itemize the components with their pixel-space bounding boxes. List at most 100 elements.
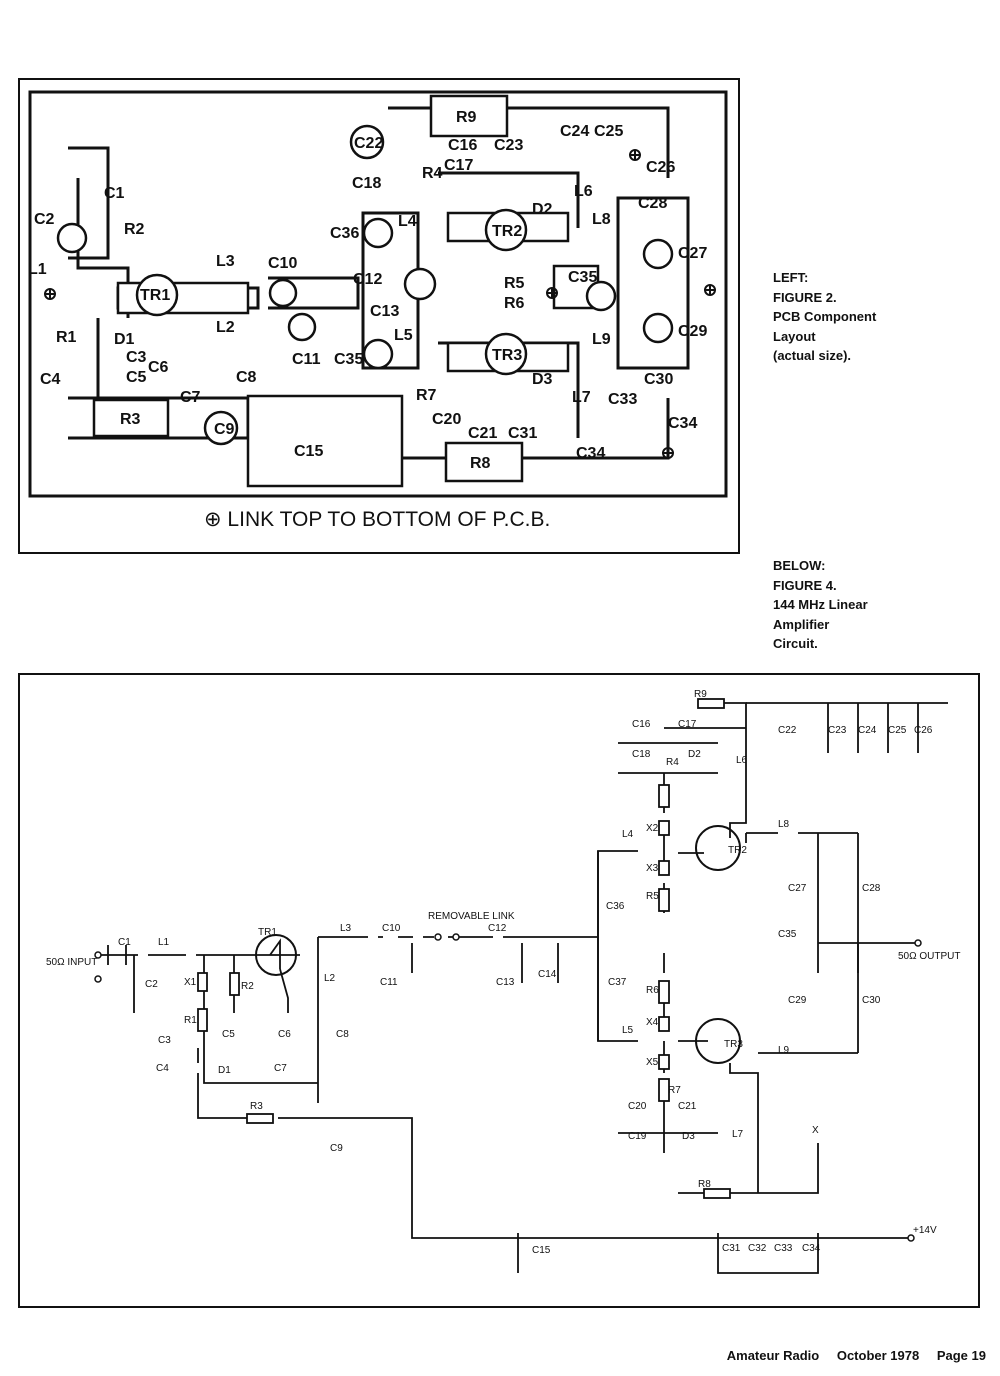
svg-text:C13: C13 <box>370 303 399 320</box>
svg-text:R3: R3 <box>120 411 141 428</box>
svg-text:L6: L6 <box>574 183 593 200</box>
svg-text:C22: C22 <box>354 135 383 152</box>
svg-text:C18: C18 <box>352 175 381 192</box>
svg-text:R2: R2 <box>124 221 145 238</box>
svg-text:C16: C16 <box>448 137 477 154</box>
svg-text:+14V: +14V <box>913 1225 937 1236</box>
svg-text:C29: C29 <box>678 323 707 340</box>
svg-text:C27: C27 <box>788 883 807 894</box>
svg-text:C22: C22 <box>778 725 797 736</box>
svg-text:C20: C20 <box>432 411 461 428</box>
svg-text:C15: C15 <box>532 1245 551 1256</box>
svg-text:R1: R1 <box>56 329 77 346</box>
svg-text:R5: R5 <box>504 275 525 292</box>
svg-text:R3: R3 <box>250 1101 263 1112</box>
svg-text:L7: L7 <box>732 1129 744 1140</box>
figure2-caption: LEFT: FIGURE 2. PCB Component Layout (ac… <box>773 270 877 363</box>
svg-text:C27: C27 <box>678 245 707 262</box>
svg-text:X: X <box>812 1125 819 1136</box>
svg-text:D3: D3 <box>682 1131 695 1142</box>
svg-text:X3: X3 <box>646 863 659 874</box>
svg-text:X2: X2 <box>646 823 659 834</box>
svg-text:50Ω INPUT: 50Ω INPUT <box>46 957 97 968</box>
svg-text:C25: C25 <box>594 123 623 140</box>
svg-text:C11: C11 <box>292 351 321 368</box>
svg-text:C34: C34 <box>802 1243 821 1254</box>
svg-text:D2: D2 <box>688 749 701 760</box>
svg-text:L4: L4 <box>398 213 417 230</box>
svg-text:C18: C18 <box>632 749 651 760</box>
svg-text:C3: C3 <box>158 1035 171 1046</box>
svg-text:REMOVABLE LINK: REMOVABLE LINK <box>428 911 515 922</box>
svg-text:D2: D2 <box>532 201 553 218</box>
svg-text:C31: C31 <box>508 425 537 442</box>
svg-text:R4: R4 <box>422 165 443 182</box>
svg-text:C33: C33 <box>774 1243 793 1254</box>
svg-text:C12: C12 <box>488 923 507 934</box>
svg-text:R9: R9 <box>456 109 477 126</box>
svg-text:C23: C23 <box>494 137 523 154</box>
svg-text:R9: R9 <box>694 689 707 700</box>
svg-text:C6: C6 <box>148 359 169 376</box>
svg-text:C6: C6 <box>278 1029 291 1040</box>
svg-text:C1: C1 <box>118 937 131 948</box>
svg-text:L4: L4 <box>622 829 634 840</box>
svg-text:D3: D3 <box>532 371 553 388</box>
svg-text:R7: R7 <box>416 387 437 404</box>
svg-text:C7: C7 <box>274 1063 287 1074</box>
svg-text:L3: L3 <box>340 923 352 934</box>
svg-text:L1: L1 <box>28 261 47 278</box>
svg-text:C32: C32 <box>748 1243 767 1254</box>
svg-text:TR1: TR1 <box>258 927 277 938</box>
svg-text:R5: R5 <box>646 891 659 902</box>
pcb-legend: ⊕ LINK TOP TO BOTTOM OF P.C.B. <box>204 508 550 531</box>
svg-text:C14: C14 <box>538 969 557 980</box>
svg-text:C5: C5 <box>222 1029 235 1040</box>
svg-text:C24: C24 <box>560 123 589 140</box>
svg-text:L8: L8 <box>592 211 611 228</box>
svg-text:C17: C17 <box>444 157 473 174</box>
svg-text:C9: C9 <box>214 421 235 438</box>
svg-text:C24: C24 <box>858 725 877 736</box>
svg-text:C23: C23 <box>828 725 847 736</box>
svg-text:R7: R7 <box>668 1085 681 1096</box>
svg-text:C37: C37 <box>608 977 627 988</box>
svg-text:X1: X1 <box>184 977 197 988</box>
svg-text:C28: C28 <box>862 883 881 894</box>
svg-text:C33: C33 <box>608 391 637 408</box>
svg-text:C21: C21 <box>468 425 497 442</box>
svg-text:R4: R4 <box>666 757 679 768</box>
svg-text:C15: C15 <box>294 443 323 460</box>
svg-text:C2: C2 <box>34 211 55 228</box>
pcb-layout-figure: C1 C2 R2 L1 TR1 L3 C10 C12 C13 C11 C35 C… <box>18 78 740 554</box>
svg-text:C8: C8 <box>236 369 257 386</box>
svg-text:C13: C13 <box>496 977 515 988</box>
svg-text:C34: C34 <box>576 445 605 462</box>
svg-text:R2: R2 <box>241 981 254 992</box>
svg-text:X4: X4 <box>646 1017 659 1028</box>
svg-text:L3: L3 <box>216 253 235 270</box>
svg-text:L5: L5 <box>394 327 413 344</box>
pcb-label: C1 <box>104 185 125 202</box>
svg-text:L1: L1 <box>158 937 170 948</box>
svg-text:L5: L5 <box>622 1025 634 1036</box>
svg-text:C34: C34 <box>668 415 697 432</box>
svg-text:X5: X5 <box>646 1057 659 1068</box>
svg-text:C2: C2 <box>145 979 158 990</box>
svg-text:L7: L7 <box>572 389 591 406</box>
svg-text:C36: C36 <box>330 225 359 242</box>
svg-text:L6: L6 <box>736 755 748 766</box>
svg-text:C3: C3 <box>126 349 147 366</box>
svg-text:D1: D1 <box>114 331 135 348</box>
svg-text:D1: D1 <box>218 1065 231 1076</box>
svg-text:C4: C4 <box>156 1063 169 1074</box>
svg-text:C25: C25 <box>888 725 907 736</box>
svg-text:TR2: TR2 <box>728 845 747 856</box>
page-footer: Amateur Radio October 1978 Page 19 <box>726 1348 986 1363</box>
svg-text:C19: C19 <box>628 1131 647 1142</box>
svg-text:C17: C17 <box>678 719 697 730</box>
svg-text:50Ω OUTPUT: 50Ω OUTPUT <box>898 951 961 962</box>
svg-text:R8: R8 <box>698 1179 711 1190</box>
svg-text:L9: L9 <box>778 1045 790 1056</box>
svg-text:C9: C9 <box>330 1143 343 1154</box>
